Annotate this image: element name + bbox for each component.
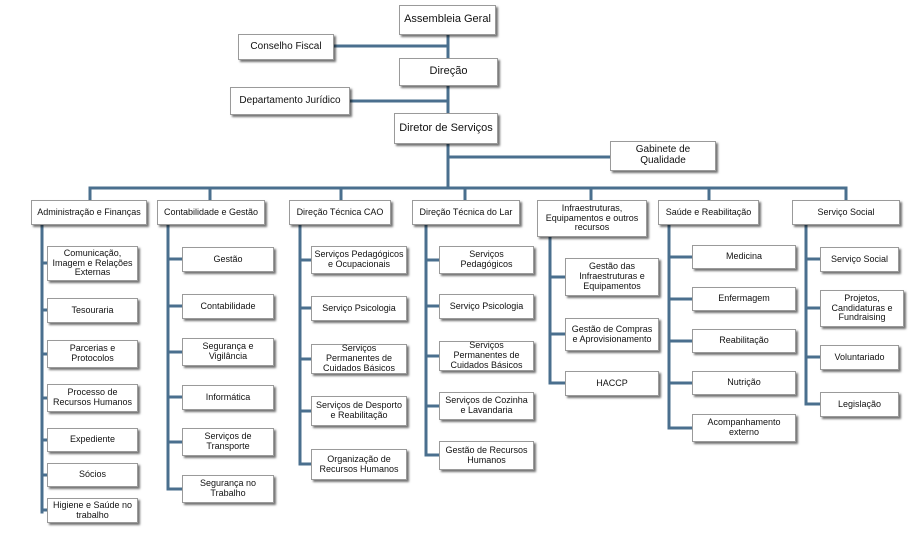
- child-box: Nutrição: [692, 371, 796, 395]
- child-label: Legislação: [837, 398, 882, 409]
- dept-label: Direção Técnica do Lar: [419, 206, 513, 217]
- child-box: Higiene e Saúde no trabalho: [47, 498, 138, 523]
- dept-header: Administração e Finanças: [31, 200, 147, 225]
- dept-label: Infraestruturas, Equipamentos e outros r…: [545, 202, 639, 233]
- child-box: Expediente: [47, 428, 138, 452]
- child-box: Serviços de Transporte: [182, 428, 274, 456]
- child-label: Serviços de Transporte: [204, 431, 252, 451]
- assembleia-geral-box: Assembleia Geral: [399, 5, 496, 35]
- child-label: Tesouraria: [71, 304, 114, 315]
- child-box: Reabilitação: [692, 329, 796, 353]
- dept-label: Serviço Social: [817, 206, 875, 217]
- gabinete-qualidade-label: Gabinete de Qualidade: [635, 144, 691, 166]
- child-box: Segurança no Trabalho: [182, 475, 274, 503]
- child-box: Gestão das Infraestruturas e Equipamento…: [565, 258, 659, 296]
- child-label: Medicina: [725, 251, 763, 262]
- child-box: Acompanhamento externo: [692, 414, 796, 442]
- child-label: Processo de Recursos Humanos: [52, 387, 133, 407]
- child-box: Serviço Social: [820, 247, 899, 272]
- child-label: Enfermagem: [718, 293, 770, 304]
- child-box: Serviços Permanentes de Cuidados Básicos: [439, 341, 534, 371]
- child-box: Contabilidade: [182, 294, 274, 319]
- child-label: Nutrição: [727, 377, 761, 388]
- child-label: Projetos, Candidaturas e Fundraising: [831, 292, 893, 323]
- child-label: Serviços Permanentes de Cuidados Básicos: [322, 343, 396, 373]
- child-label: Serviço Social: [830, 253, 889, 264]
- child-label: Gestão de Recursos Humanos: [445, 444, 528, 465]
- child-label: Informática: [205, 391, 251, 402]
- child-box: HACCP: [565, 371, 659, 396]
- child-label: Gestão: [213, 253, 243, 264]
- dept-label: Contabilidade e Gestão: [163, 206, 259, 217]
- child-label: Sócios: [78, 469, 106, 480]
- child-label: Segurança e Vigilância: [202, 341, 254, 361]
- dept-header: Direção Técnica do Lar: [412, 200, 520, 225]
- diretor-servicos-box: Diretor de Serviços: [394, 113, 498, 144]
- child-box: Comunicação, Imagem e Relações Externas: [47, 246, 138, 281]
- child-label: Gestão das Infraestruturas e Equipamento…: [579, 261, 645, 291]
- child-box: Informática: [182, 385, 274, 410]
- gabinete-qualidade-box: Gabinete de Qualidade: [610, 141, 716, 171]
- departamento-juridico-box: Departamento Jurídico: [230, 87, 350, 115]
- child-box: Gestão de Recursos Humanos: [439, 441, 534, 470]
- child-box: Processo de Recursos Humanos: [47, 384, 138, 412]
- child-label: Serviço Psicologia: [449, 300, 524, 311]
- child-box: Legislação: [820, 392, 899, 417]
- conselho-fiscal-label: Conselho Fiscal: [250, 40, 322, 52]
- child-label: Acompanhamento externo: [707, 417, 781, 437]
- child-box: Gestão: [182, 247, 274, 272]
- child-label: Serviço Psicologia: [322, 302, 396, 313]
- departamento-juridico-label: Departamento Jurídico: [239, 94, 341, 106]
- child-box: Sócios: [47, 463, 138, 487]
- dept-header: Infraestruturas, Equipamentos e outros r…: [537, 200, 647, 237]
- child-label: Higiene e Saúde no trabalho: [52, 499, 133, 520]
- child-box: Organização de Recursos Humanos: [311, 449, 407, 480]
- child-label: Parcerias e Protocolos: [69, 343, 116, 363]
- child-label: Contabilidade: [200, 300, 256, 311]
- child-label: Serviços Permanentes de Cuidados Básicos: [450, 340, 523, 370]
- child-label: Serviços de Cozinha e Lavandaria: [445, 395, 528, 415]
- child-box: Medicina: [692, 245, 796, 269]
- assembleia-geral-label: Assembleia Geral: [404, 13, 491, 26]
- child-box: Segurança e Vigilância: [182, 338, 274, 366]
- dept-header: Contabilidade e Gestão: [157, 200, 265, 225]
- dept-header: Saúde e Reabilitação: [658, 200, 759, 225]
- child-label: Comunicação, Imagem e Relações Externas: [52, 247, 133, 278]
- child-box: Serviços de Cozinha e Lavandaria: [439, 392, 534, 420]
- child-box: Serviços Pedagógicos e Ocupacionais: [311, 246, 407, 274]
- child-box: Serviço Psicologia: [311, 296, 407, 321]
- child-box: Serviços Pedagógicos: [439, 246, 534, 274]
- child-label: HACCP: [596, 377, 628, 388]
- child-label: Reabilitação: [719, 335, 769, 346]
- dept-label: Administração e Finanças: [37, 206, 141, 217]
- child-label: Organização de Recursos Humanos: [319, 453, 399, 474]
- child-label: Voluntariado: [834, 351, 885, 362]
- conselho-fiscal-box: Conselho Fiscal: [238, 34, 334, 60]
- dept-header: Serviço Social: [792, 200, 900, 225]
- child-label: Expediente: [69, 434, 116, 445]
- child-box: Serviços de Desporto e Reabilitação: [311, 396, 407, 426]
- direcao-label: Direção: [429, 65, 468, 78]
- child-box: Gestão de Compras e Aprovisionamento: [565, 318, 659, 351]
- child-label: Serviços Pedagógicos e Ocupacionais: [314, 249, 404, 269]
- direcao-box: Direção: [399, 58, 498, 86]
- child-box: Tesouraria: [47, 298, 138, 323]
- child-label: Serviços Pedagógicos: [460, 249, 513, 269]
- dept-label: Saúde e Reabilitação: [665, 206, 752, 217]
- child-label: Serviços de Desporto e Reabilitação: [315, 400, 403, 420]
- child-label: Segurança no Trabalho: [199, 478, 257, 498]
- child-box: Voluntariado: [820, 345, 899, 370]
- diretor-servicos-label: Diretor de Serviços: [399, 121, 493, 134]
- dept-label: Direção Técnica CAO: [296, 206, 384, 217]
- child-label: Gestão de Compras e Aprovisionamento: [571, 323, 653, 344]
- child-box: Projetos, Candidaturas e Fundraising: [820, 290, 904, 327]
- child-box: Serviços Permanentes de Cuidados Básicos: [311, 344, 407, 374]
- child-box: Enfermagem: [692, 287, 796, 311]
- child-box: Parcerias e Protocolos: [47, 340, 138, 368]
- child-box: Serviço Psicologia: [439, 294, 534, 319]
- dept-header: Direção Técnica CAO: [289, 200, 391, 225]
